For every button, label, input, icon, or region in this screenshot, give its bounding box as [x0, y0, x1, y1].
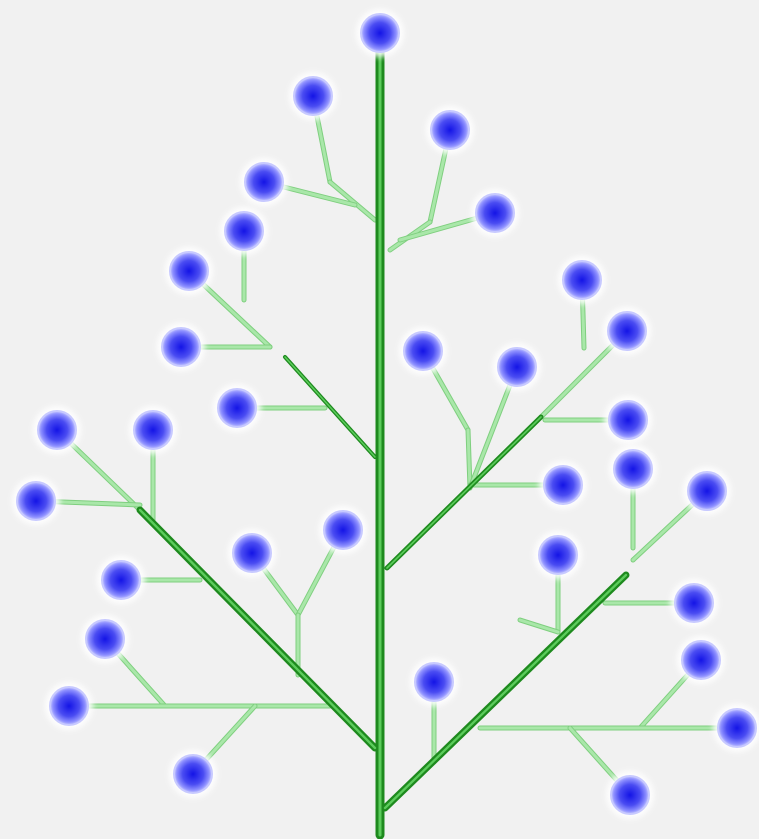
node-circle	[50, 687, 88, 725]
tree-node	[493, 343, 541, 391]
node-circle	[404, 332, 442, 370]
tree-node	[220, 207, 268, 255]
tree-node	[713, 704, 759, 752]
tree-node	[677, 636, 725, 684]
tree-node	[603, 307, 651, 355]
node-circle	[162, 328, 200, 366]
tree-node	[356, 9, 404, 57]
node-circle	[294, 77, 332, 115]
tree-node	[539, 461, 587, 509]
tree-node	[97, 556, 145, 604]
node-circle	[431, 111, 469, 149]
node-circle	[324, 511, 362, 549]
node-circle	[245, 163, 283, 201]
tree-node	[609, 445, 657, 493]
node-circle	[17, 482, 55, 520]
tree-node	[228, 529, 276, 577]
node-circle	[170, 252, 208, 290]
tree-node	[399, 327, 447, 375]
tree-node	[683, 467, 731, 515]
tree-node	[289, 72, 337, 120]
tree-node	[240, 158, 288, 206]
tree-node	[33, 406, 81, 454]
node-circle	[563, 261, 601, 299]
node-circle	[174, 755, 212, 793]
node-circle	[609, 401, 647, 439]
tree-node	[670, 579, 718, 627]
tree-node	[606, 771, 654, 819]
node-circle	[218, 389, 256, 427]
tree-node	[319, 506, 367, 554]
branch	[520, 620, 558, 632]
tree-node	[169, 750, 217, 798]
node-circle	[498, 348, 536, 386]
node-circle	[608, 312, 646, 350]
node-circle	[225, 212, 263, 250]
node-circle	[688, 472, 726, 510]
tree-node	[45, 682, 93, 730]
branch	[468, 430, 470, 488]
tree-node	[129, 406, 177, 454]
tree-node	[558, 256, 606, 304]
tree-node	[12, 477, 60, 525]
tree-node	[604, 396, 652, 444]
node-circle	[718, 709, 756, 747]
trunk-highlight	[387, 417, 541, 568]
node-circle	[38, 411, 76, 449]
node-circle	[611, 776, 649, 814]
node-layer	[12, 9, 759, 819]
node-circle	[682, 641, 720, 679]
trunk-layer	[140, 35, 626, 835]
node-circle	[614, 450, 652, 488]
node-circle	[102, 561, 140, 599]
node-circle	[415, 663, 453, 701]
node-circle	[675, 584, 713, 622]
tree-node	[426, 106, 474, 154]
node-circle	[361, 14, 399, 52]
tree-node	[213, 384, 261, 432]
tree-node	[534, 531, 582, 579]
tree-node	[410, 658, 458, 706]
node-circle	[544, 466, 582, 504]
tree-node	[157, 323, 205, 371]
node-circle	[86, 620, 124, 658]
tree-node	[165, 247, 213, 295]
node-circle	[476, 194, 514, 232]
tree-node	[81, 615, 129, 663]
tree-node	[471, 189, 519, 237]
node-circle	[233, 534, 271, 572]
node-circle	[134, 411, 172, 449]
node-circle	[539, 536, 577, 574]
